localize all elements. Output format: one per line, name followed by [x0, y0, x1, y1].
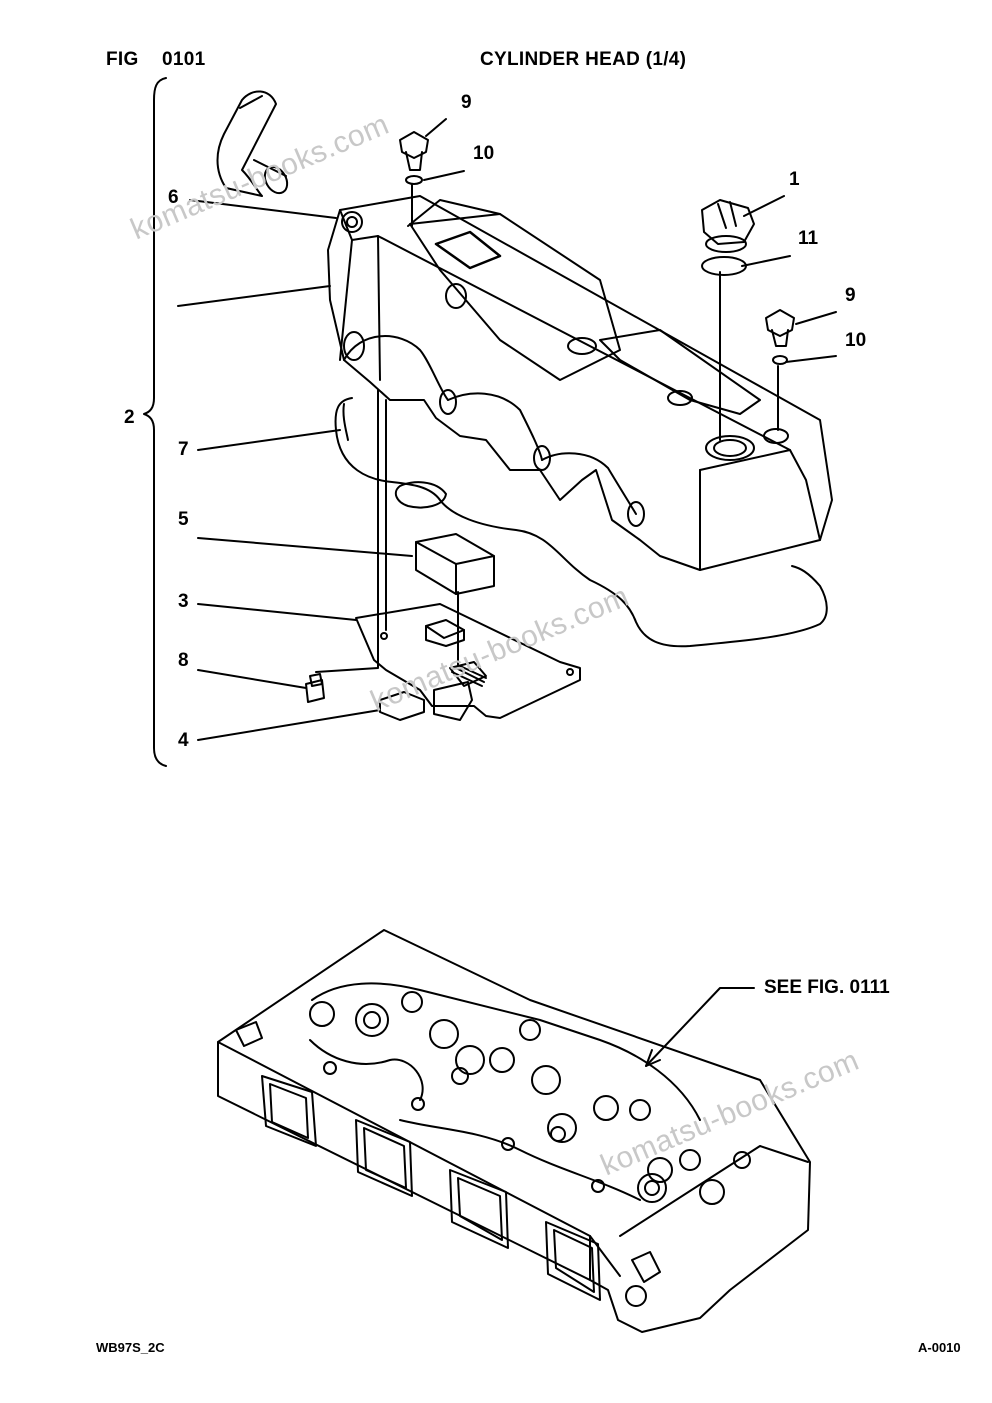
page-title: CYLINDER HEAD (1/4)	[480, 49, 687, 70]
model-code: WB97S_2C	[96, 1340, 165, 1355]
callout-3: 3	[178, 591, 189, 612]
callout-5: 5	[178, 509, 189, 530]
see-fig-reference: SEE FIG. 0111	[764, 977, 890, 998]
callout-10-right: 10	[845, 330, 867, 351]
fig-label: FIG	[106, 49, 139, 70]
callout-2: 2	[124, 407, 135, 428]
page-code: A-0010	[918, 1340, 961, 1355]
callout-4: 4	[178, 730, 189, 751]
cap-bolt-right	[765, 309, 795, 365]
cylinder-head	[217, 929, 811, 1333]
baffle-plate	[355, 603, 581, 721]
fig-number: 0101	[162, 49, 206, 70]
callout-6: 6	[168, 187, 179, 208]
callout-9-right: 9	[845, 285, 856, 306]
group-bracket	[143, 77, 167, 767]
cover-bolt	[305, 673, 325, 703]
o-ring	[701, 256, 747, 276]
callout-11: 11	[798, 228, 819, 249]
rocker-cover	[327, 195, 833, 571]
callout-7: 7	[178, 439, 189, 460]
callout-10-left: 10	[473, 143, 495, 164]
clip-part	[379, 691, 425, 721]
breather-hose	[216, 90, 289, 197]
cover-gasket	[334, 397, 828, 648]
callout-8: 8	[178, 650, 189, 671]
cap-bolt-left	[399, 131, 429, 185]
callout-9-left: 9	[461, 92, 472, 113]
filter-element	[415, 533, 495, 595]
oil-filler-cap	[701, 199, 755, 253]
callout-1: 1	[789, 169, 800, 190]
